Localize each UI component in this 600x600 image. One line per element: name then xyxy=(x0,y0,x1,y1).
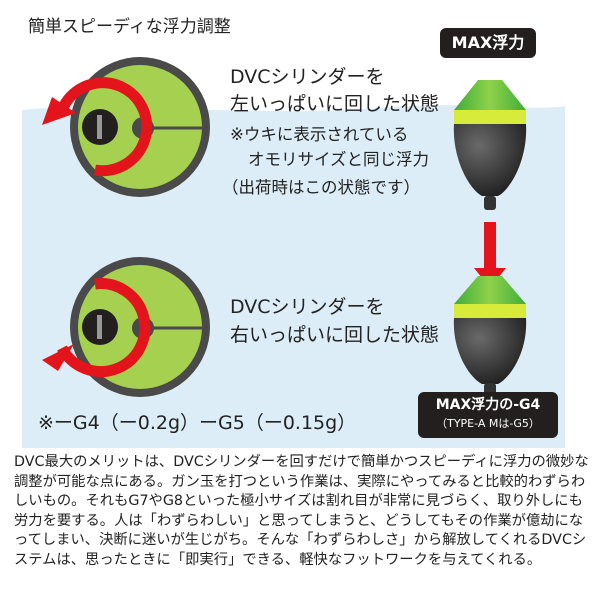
float-reduced-buoyancy xyxy=(453,276,527,397)
reduced-label-line1: MAX浮力の-G4 xyxy=(435,397,541,413)
rotate-left-arrow xyxy=(56,77,153,177)
dial-right-turned xyxy=(42,257,210,397)
page-title: 簡単スピーディな浮力調整 xyxy=(28,17,231,37)
top-state-note1: ※ウキに表示されている xyxy=(230,125,409,144)
top-state-line1: DVCシリンダーを xyxy=(230,66,385,88)
bottom-state-line2: 右いっぱいに回した状態 xyxy=(230,324,440,346)
top-state-line2: 左いっぱいに回した状態 xyxy=(230,93,440,115)
float-max-buoyancy xyxy=(453,80,527,210)
dial-left-turned xyxy=(42,57,210,197)
reduced-buoyancy-label: MAX浮力の-G4 （TYPE-A Mは-G5） xyxy=(418,392,558,438)
reduced-label-line2: （TYPE-A Mは-G5） xyxy=(436,417,540,430)
description-paragraph: DVC最大のメリットは、DVCシリンダーを回すだけで簡単かつスピーディに浮力の微… xyxy=(14,454,589,568)
rotate-right-arrow xyxy=(57,278,151,378)
max-buoyancy-label: MAX浮力 xyxy=(440,28,536,58)
bottom-state-line1: DVCシリンダーを xyxy=(230,296,385,318)
top-state-note2: オモリサイズと同じ浮力 xyxy=(248,150,430,169)
top-state-note3: （出荷時はこの状態です） xyxy=(222,178,420,197)
weights-note: ※ーG4（ー0.2g）ーG5（ー0.15g） xyxy=(38,412,357,434)
